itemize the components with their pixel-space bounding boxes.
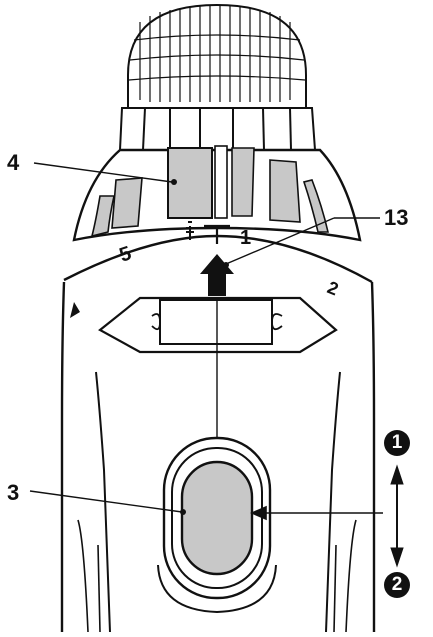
indicator-arrow (200, 254, 234, 296)
leader-3-dot (180, 509, 186, 515)
housing-vent (98, 296, 338, 354)
callout-4: 4 (7, 150, 20, 175)
torque-ring-rib (302, 179, 330, 233)
direction-switch (157, 436, 277, 614)
callout-leader-lines (29, 162, 380, 513)
callout-13: 13 (384, 205, 409, 230)
collar-number-1: 1 (240, 227, 251, 249)
leader-13b (225, 217, 335, 265)
collar-side-mark (70, 302, 80, 318)
torque-ring-rib (90, 195, 115, 238)
up-down-arrow (390, 464, 404, 568)
setting-indicator-mark (204, 224, 230, 244)
torque-ring (63, 145, 373, 284)
chuck-knurling (128, 6, 306, 102)
torque-ring-rib (269, 159, 301, 223)
torque-ring-rib (111, 177, 143, 229)
step-badge-1: 1 (384, 430, 410, 456)
drill-housing (60, 281, 376, 633)
leader-13-dot (223, 262, 229, 268)
collar-number-2: 2 (325, 277, 342, 299)
leader-4-dot (171, 179, 177, 185)
torque-ring-rib (231, 147, 255, 217)
collar-number-5: 5 (117, 242, 134, 266)
chuck-collar (118, 107, 317, 151)
leader-4 (33, 162, 173, 183)
switch-push-arrow (249, 505, 383, 521)
drill-chuck (127, 3, 307, 109)
leader-3 (29, 490, 183, 513)
drill-mode-symbol (186, 221, 194, 240)
torque-ring-rib (167, 147, 213, 219)
switch-button (180, 460, 254, 576)
callout-3: 3 (7, 480, 20, 505)
step-badge-2: 2 (384, 572, 410, 598)
